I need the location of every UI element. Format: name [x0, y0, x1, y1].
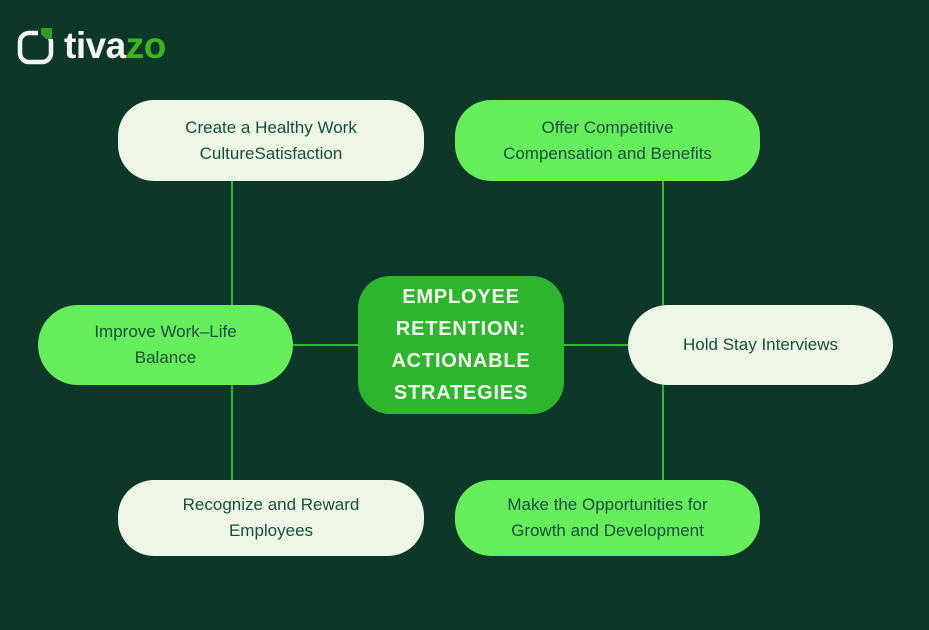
tivazo-logo-icon	[17, 26, 56, 65]
brand-name-suffix: zo	[125, 25, 167, 66]
node-improve-work-life-balance: Improve Work–Life Balance	[38, 305, 293, 385]
connector-right-horizontal	[564, 344, 628, 346]
node-hold-stay-interviews: Hold Stay Interviews	[628, 305, 893, 385]
brand-name-prefix: tiva	[64, 25, 126, 66]
connector-left-vertical-bottom	[231, 385, 233, 480]
connector-left-vertical-top	[231, 181, 233, 305]
connector-left-horizontal	[293, 344, 358, 346]
connector-right-vertical-top	[662, 181, 664, 305]
brand-name: tivazo	[64, 26, 166, 66]
node-offer-competitive-compensation: Offer Competitive Compensation and Benef…	[455, 100, 760, 181]
node-employee-retention-center: EMPLOYEE RETENTION: ACTIONABLE STRATEGIE…	[358, 276, 564, 414]
node-recognize-reward-employees: Recognize and Reward Employees	[118, 480, 424, 556]
tivazo-logo: tivazo	[16, 26, 166, 66]
connector-right-vertical-bottom	[662, 385, 664, 480]
node-create-healthy-work-culture: Create a Healthy Work CultureSatisfactio…	[118, 100, 424, 181]
node-growth-development-opportunities: Make the Opportunities for Growth and De…	[455, 480, 760, 556]
